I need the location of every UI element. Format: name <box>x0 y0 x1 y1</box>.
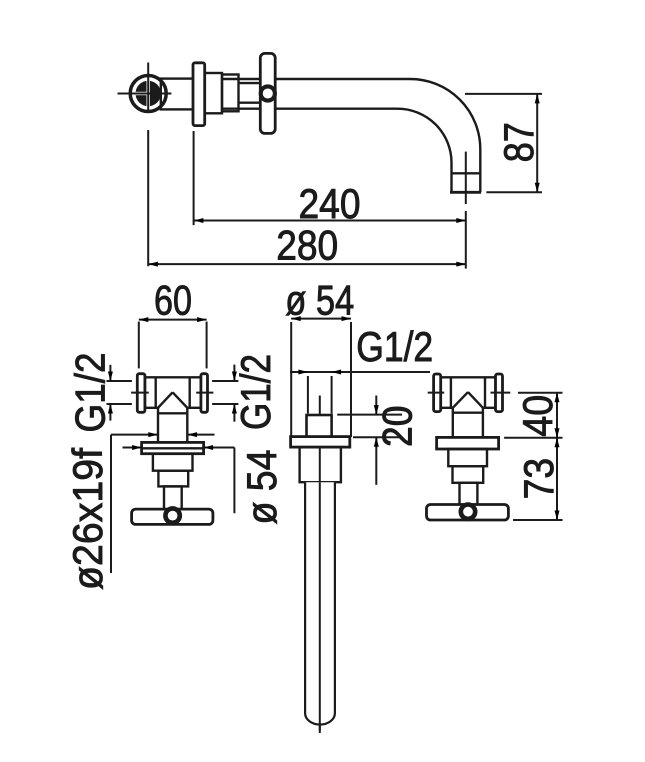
svg-text:ø 54: ø 54 <box>285 277 354 324</box>
svg-text:G1/2: G1/2 <box>67 353 114 433</box>
svg-text:G1/2: G1/2 <box>232 354 279 430</box>
svg-text:280: 280 <box>276 222 338 269</box>
svg-text:ø26x19f: ø26x19f <box>64 448 111 590</box>
svg-text:240: 240 <box>299 180 361 227</box>
svg-text:87: 87 <box>495 122 542 162</box>
svg-text:ø 54: ø 54 <box>238 450 285 525</box>
svg-text:20: 20 <box>374 405 421 447</box>
svg-text:G1/2: G1/2 <box>356 323 433 370</box>
svg-text:60: 60 <box>154 277 192 324</box>
svg-text:73: 73 <box>515 458 562 500</box>
svg-text:40: 40 <box>514 395 561 437</box>
